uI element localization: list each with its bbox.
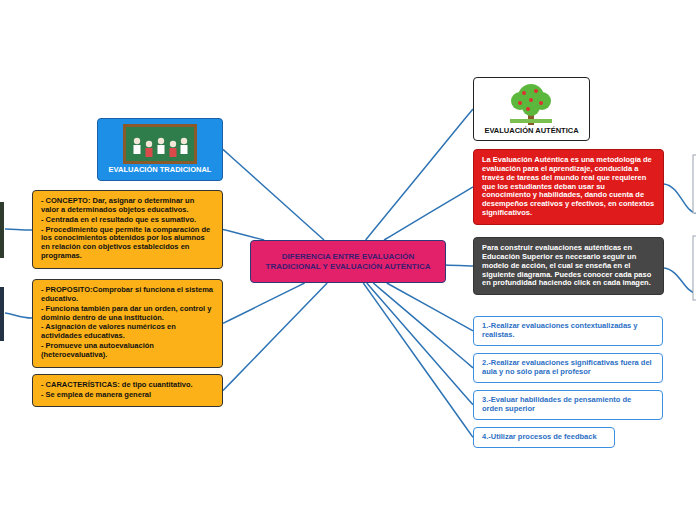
branch-connector (373, 283, 473, 368)
tree-fruit (526, 107, 530, 111)
tree-fruit (529, 98, 533, 102)
node-text: EVALUACIÓN AUTÉNTICA (478, 127, 585, 136)
branch-connector (363, 283, 473, 437)
ground (510, 119, 552, 123)
note-box: - PROPOSITO:Comprobar si funciona el sis… (32, 279, 223, 368)
branch-connector (387, 283, 473, 331)
step-box: 2.-Realizar evaluaciones significativas … (473, 353, 663, 383)
leader-line (664, 268, 696, 293)
cropped-box (693, 155, 696, 213)
figure-head (134, 138, 140, 144)
cropped-box (693, 236, 696, 300)
figure-head (158, 138, 164, 144)
step-box: 1.-Realizar evaluaciones contextualizada… (473, 316, 663, 346)
tree-picture (508, 83, 554, 127)
figure-head (170, 141, 176, 147)
tree-fruit (522, 91, 526, 95)
board-frame (123, 124, 197, 164)
node-text: - Se emplea de manera general (41, 391, 214, 400)
node-text: 3.-Evaluar habilidades de pensamiento de… (482, 396, 654, 414)
step-box: 3.-Evaluar habilidades de pensamiento de… (473, 390, 663, 420)
figure-body (146, 148, 153, 157)
figure-body (158, 145, 165, 154)
branch-title: EVALUACIÓN AUTÉNTICA (473, 77, 590, 141)
node-text: - Asignación de valores numéricos en act… (41, 323, 214, 341)
board-surface (126, 127, 194, 161)
branch-connector (223, 229, 264, 240)
info-box: Para construir evaluaciones auténticas e… (473, 237, 664, 295)
leader-line (5, 313, 32, 318)
cropped-image (0, 287, 4, 341)
branch-connector (367, 283, 473, 405)
branch-connector (223, 149, 324, 240)
node-text: - Funciona también para dar un orden, co… (41, 305, 214, 323)
node-text: - Procedimiento que permite la comparaci… (41, 226, 214, 261)
leader-line (664, 184, 696, 213)
node-text: 2.-Realizar evaluaciones significativas … (482, 359, 654, 377)
node-text: - Promueve una autoevaluación (heteroeva… (41, 342, 214, 360)
definition-box: La Evaluación Auténtica es una metodolog… (473, 149, 664, 225)
branch-connector (223, 283, 327, 391)
branch-title: EVALUACIÓN TRADICIONAL (97, 118, 223, 181)
node-text: DIFERENCIA ENTRE EVALUACIÓN TRADICIONAL … (265, 252, 431, 271)
central-topic: DIFERENCIA ENTRE EVALUACIÓN TRADICIONAL … (250, 240, 446, 283)
branch-connector (384, 187, 473, 240)
figure-body (134, 145, 141, 154)
cropped-image (0, 202, 4, 258)
branch-connector (366, 109, 473, 240)
node-text: - Centrada en el resultado que es sumati… (41, 216, 214, 225)
tree-fruit (539, 101, 543, 105)
node-text: 4.-Utilizar procesos de feedback (482, 433, 606, 442)
node-text: - PROPOSITO:Comprobar si funciona el sis… (41, 286, 214, 304)
node-text: La Evaluación Auténtica es una metodolog… (482, 156, 655, 218)
note-box: - CONCEPTO: Dar, asignar o determinar un… (32, 190, 223, 269)
tree-crown (522, 98, 540, 116)
branch-connector (223, 283, 305, 323)
node-text: - CARACTERÍSTICAS: de tipo cuantitativo. (41, 381, 214, 390)
figure-body (170, 148, 177, 157)
figure-head (181, 138, 187, 144)
node-text: Para construir evaluaciones auténticas e… (482, 244, 655, 288)
figure-head (146, 141, 152, 147)
branch-connector (446, 264, 473, 266)
note-box: - CARACTERÍSTICAS: de tipo cuantitativo.… (32, 374, 223, 408)
classroom-picture (123, 124, 197, 164)
tree-fruit (534, 89, 538, 93)
node-text: 1.-Realizar evaluaciones contextualizada… (482, 322, 654, 340)
node-text: - CONCEPTO: Dar, asignar o determinar un… (41, 197, 214, 215)
tree-fruit (518, 101, 522, 105)
step-box: 4.-Utilizar procesos de feedback (473, 427, 615, 448)
node-text: EVALUACIÓN TRADICIONAL (102, 166, 218, 175)
figure-body (181, 145, 188, 154)
leader-line (5, 229, 32, 230)
